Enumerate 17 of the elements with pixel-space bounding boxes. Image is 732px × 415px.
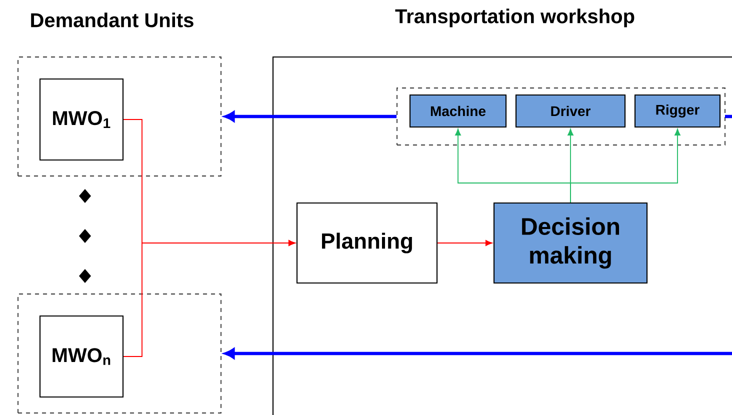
process-box: Planning	[296, 202, 438, 284]
arrow	[123, 240, 296, 357]
heading: Demandant Units	[31, 12, 194, 28]
resource-box: Decision making	[493, 202, 648, 284]
arrow	[224, 111, 397, 122]
heading: Transportation workshop	[395, 8, 634, 28]
arrow	[437, 240, 492, 246]
dashed-group-box	[18, 294, 222, 414]
resource-box: Machine	[409, 94, 507, 128]
dashed-group-box	[396, 88, 726, 146]
arrow	[224, 348, 732, 359]
resource-box: Driver	[515, 94, 626, 128]
process-box: MWO$_{1}$	[39, 78, 124, 161]
arrow	[570, 128, 680, 203]
dashed-group-box	[18, 56, 222, 176]
process-box: MWO$_{n}$	[39, 315, 124, 398]
resource-box: Rigger	[634, 94, 721, 128]
